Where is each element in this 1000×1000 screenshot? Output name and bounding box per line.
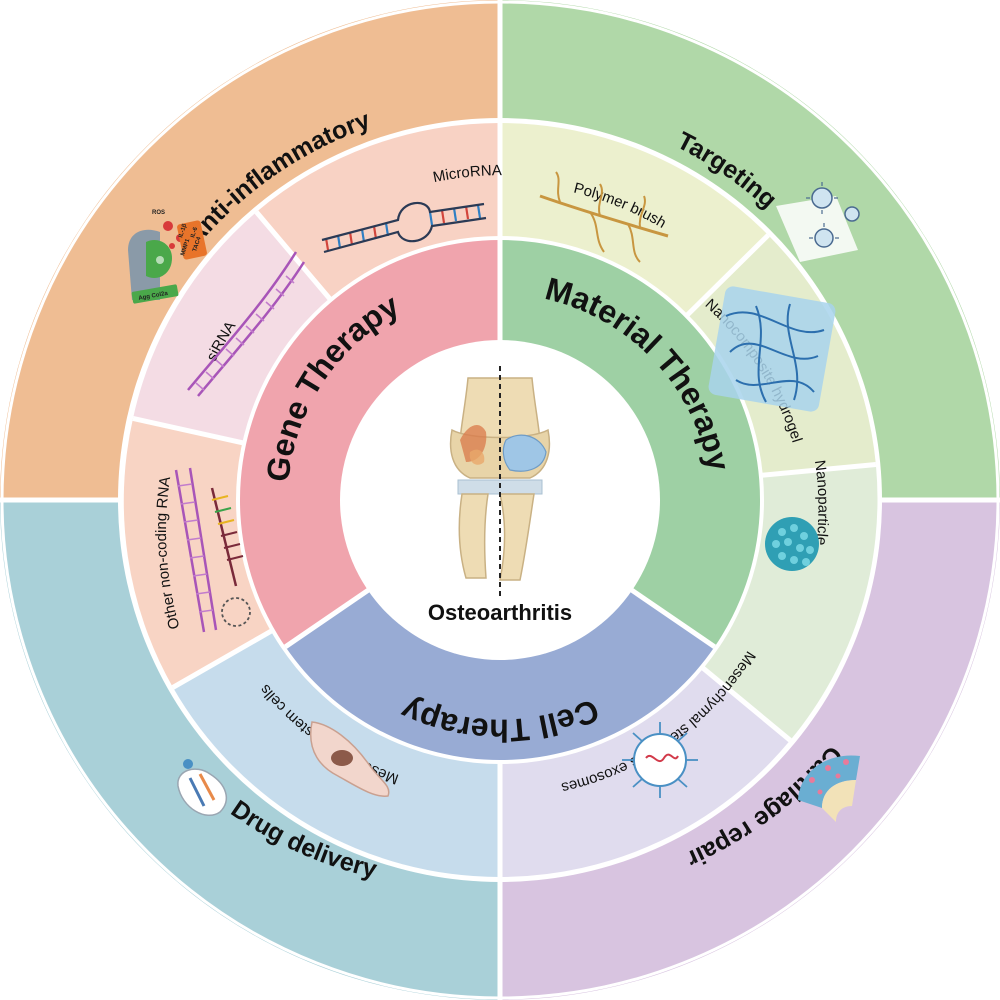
anti-inflammatory-knee-icon: ROS IL-1β IL-6 MMP1 TAC4 Agg Col2a: [128, 210, 207, 304]
polymer-brush-icon: [539, 171, 669, 263]
middle-label-nanoparticle: Nanoparticle: [811, 459, 831, 546]
drug-delivery-icon: [177, 759, 228, 817]
center-hub: Osteoarthritis: [340, 340, 660, 660]
targeting-nanoparticles-icon: [776, 182, 860, 262]
nanoparticle-icon: [765, 517, 819, 571]
center-label: Osteoarthritis: [428, 600, 572, 625]
icon-label-il1b: IL-1β: [178, 223, 188, 239]
sirna-duplex-icon: [187, 251, 306, 397]
cartilage-repair-icon: [798, 755, 860, 822]
icon-label-mmp1: MMP1: [180, 238, 191, 257]
other-ncrna-strands-icon: [174, 467, 251, 633]
center-label-bg: [412, 596, 588, 626]
center-disc: [340, 340, 660, 660]
icon-label-il6: IL-6: [190, 226, 199, 239]
nanocomposite-hydrogel-icon: [708, 286, 836, 412]
icon-label-agg: Agg Col2a: [138, 291, 169, 302]
stem-cell-icon: [310, 721, 390, 797]
icon-label-ros: ROS: [152, 210, 165, 216]
microrna-hairpin-icon: [321, 202, 487, 254]
exosome-icon: [622, 722, 698, 798]
icon-label-tac: TAC4: [192, 236, 203, 253]
